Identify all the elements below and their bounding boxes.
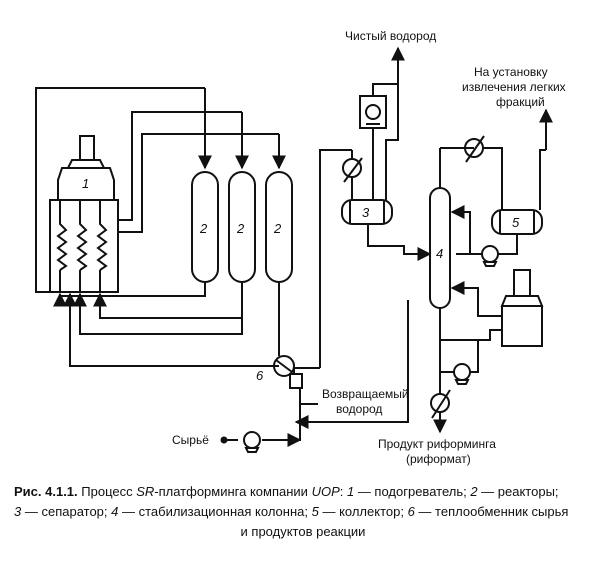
exchanger-number: 6 — [256, 368, 264, 383]
caption-uop: UOP — [311, 484, 340, 499]
column-number: 4 — [436, 246, 443, 261]
product-pump — [440, 340, 479, 385]
collector-number: 5 — [512, 215, 520, 230]
stabilizer-column — [417, 147, 474, 394]
cooler-1 — [342, 150, 363, 200]
feed-label: Сырьё — [172, 433, 209, 447]
caption-line-1: Рис. 4.1.1. Процесс SR-платформинга комп… — [14, 484, 559, 499]
separator — [341, 199, 428, 255]
recycle-hydrogen-label-1: Возвращаемый — [322, 387, 409, 401]
product-cooler — [430, 389, 451, 434]
caption-item-desc: — реакторы; — [477, 484, 559, 499]
caption-item-number: 6 — [407, 504, 415, 519]
caption-line-3: и продуктов реакции — [240, 524, 366, 539]
reflux-pump — [450, 205, 499, 267]
feed-pump — [243, 431, 261, 453]
reactor-1-number: 2 — [199, 221, 208, 236]
collector — [491, 108, 553, 255]
caption-item-desc: — сепаратор; — [21, 504, 112, 519]
caption-item-desc: — стабилизационная колонна; — [118, 504, 312, 519]
reactor-3-number: 2 — [273, 221, 282, 236]
reactor-loop-lines — [35, 87, 286, 367]
recycle-hydrogen-label-2: водород — [336, 402, 382, 416]
reformate-label-1: Продукт риформинга — [378, 437, 496, 451]
caption-item-desc: — коллектор; — [318, 504, 408, 519]
caption-line-2: 3 — сепаратор; 4 — стабилизационная коло… — [14, 504, 568, 519]
caption-item-desc: — подогреватель; — [354, 484, 471, 499]
heater — [49, 135, 119, 293]
process-flow-diagram: 1 2 2 2 3 4 5 6 Чистый водород На устано… — [35, 29, 566, 466]
caption-item-number: 1 — [346, 484, 355, 499]
pure-hydrogen-label: Чистый водород — [345, 29, 436, 43]
caption-sr: SR — [136, 484, 155, 499]
caption-text: -платформинга компании — [154, 484, 312, 499]
caption-item-desc: — теплообменник сырья — [414, 504, 569, 519]
cooler-2 — [464, 135, 503, 210]
light-fractions-label-3: фракций — [496, 95, 545, 109]
reactor-2-number: 2 — [236, 221, 245, 236]
light-fractions-label-2: извлечения легких — [462, 80, 566, 94]
recycle-and-feed-lines — [220, 149, 409, 447]
caption-figure-number: Рис. 4.1.1. — [14, 484, 78, 499]
hydrogen-compressor — [359, 46, 405, 200]
reformate-label-2: (риформат) — [406, 452, 471, 466]
caption-item-number: 4 — [111, 504, 119, 519]
reboiler-furnace — [440, 269, 544, 347]
separator-number: 3 — [362, 205, 370, 220]
heat-exchanger — [273, 355, 320, 389]
caption-text: : — [339, 484, 347, 499]
heater-number: 1 — [82, 176, 89, 191]
caption-text: Процесс — [77, 484, 137, 499]
caption-item-number: 5 — [311, 504, 319, 519]
light-fractions-label-1: На установку — [474, 65, 548, 79]
figure-caption: Рис. 4.1.1. Процесс SR-платформинга комп… — [14, 482, 592, 542]
caption-item-number: 3 — [14, 504, 22, 519]
caption-item-number: 2 — [470, 484, 478, 499]
